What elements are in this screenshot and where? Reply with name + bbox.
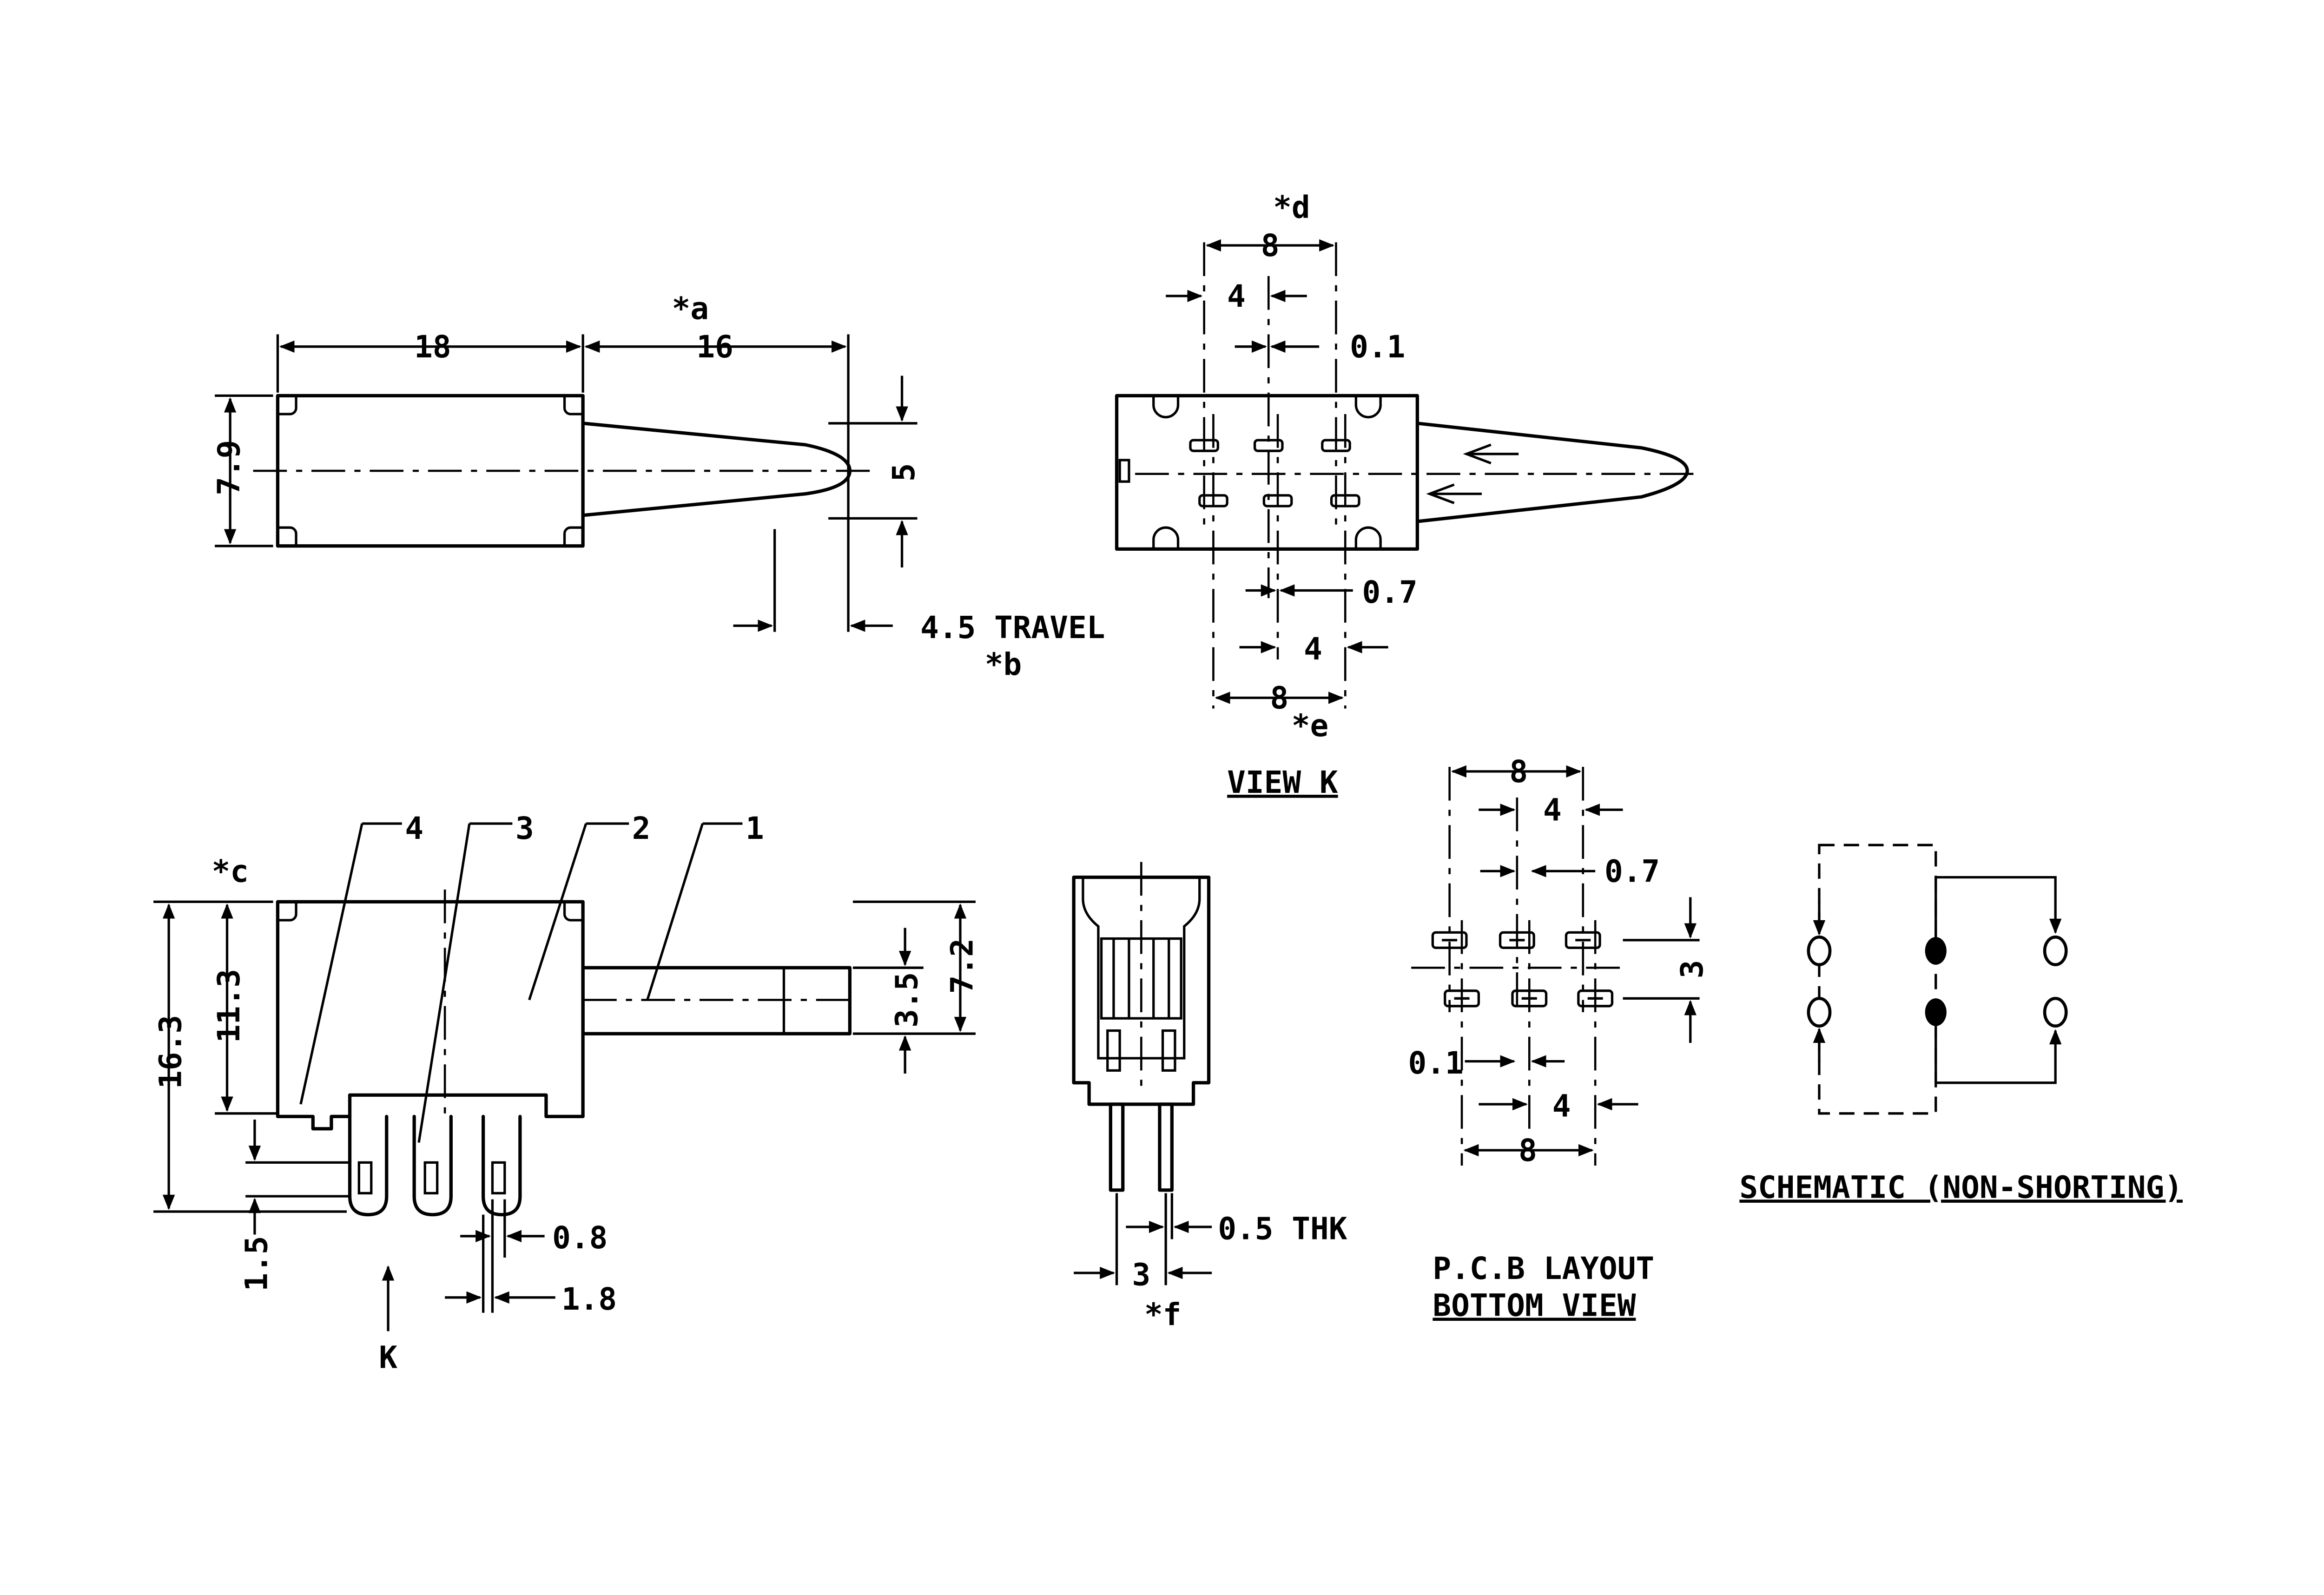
dim-stem-height: 5 [886, 463, 922, 481]
dim-pin-spacing: 3 [1132, 1257, 1151, 1292]
front-view [153, 822, 976, 1331]
dim-k-bottom-offset: 0.7 [1362, 574, 1418, 610]
part-label-3: 3 [515, 811, 534, 846]
pcb-dim-bottom-half: 4 [1552, 1088, 1571, 1124]
end-view-note: *f [1144, 1297, 1181, 1332]
dim-body-height: 11.3 [211, 969, 247, 1043]
view-k [1115, 239, 1703, 709]
dim-stem-note: *a [672, 290, 709, 326]
pcb-title-line2: BOTTOM VIEW [1433, 1287, 1636, 1323]
dim-total-height: 16.3 [153, 1015, 189, 1089]
dim-pin-width: 0.8 [552, 1220, 607, 1256]
dim-k-bottom-half: 4 [1304, 631, 1322, 667]
schematic-contact-1 [1807, 936, 1832, 966]
pcb-dim-top-pitch: 8 [1509, 754, 1528, 790]
dim-k-top-pitch: 8 [1261, 228, 1280, 264]
schematic-contact-4 [1807, 997, 1832, 1028]
dim-body-length: 18 [414, 329, 451, 365]
dim-k-bottom-pitch: 8 [1270, 680, 1289, 716]
schematic-contact-6 [2043, 997, 2068, 1028]
schematic-contact-2 [1925, 937, 1947, 965]
pcb-dim-row-spacing: 3 [1674, 960, 1710, 979]
part-label-4: 4 [405, 811, 423, 846]
dim-pin-pitch: 1.8 [561, 1281, 617, 1317]
dim-thickness: 0.5 THK [1218, 1211, 1347, 1246]
end-view [1072, 862, 1212, 1285]
dim-stem-dia: 3.5 [889, 972, 925, 1028]
pcb-dim-bottom-offset: 0.1 [1408, 1045, 1464, 1081]
part-label-2: 2 [632, 811, 651, 846]
dim-k-top-pitch-note: *d [1273, 190, 1310, 225]
pcb-title-line1: P.C.B LAYOUT [1433, 1251, 1654, 1286]
view-k-title: VIEW K [1227, 765, 1338, 800]
front-note: *c [212, 854, 249, 890]
pcb-dim-top-half: 4 [1543, 792, 1562, 828]
dim-stem-length: 16 [696, 329, 733, 365]
schematic-title: SCHEMATIC (NON-SHORTING) [1739, 1169, 2183, 1205]
part-label-1: 1 [746, 811, 764, 846]
dim-k-top-half: 4 [1227, 278, 1246, 314]
dim-travel-note: *b [985, 646, 1022, 682]
schematic [1807, 844, 2068, 1115]
pcb-dim-bottom-pitch: 8 [1519, 1133, 1537, 1168]
dim-k-bottom-pitch-note: *e [1292, 708, 1328, 744]
pcb-layout [1411, 765, 1700, 1166]
side-view [215, 334, 918, 632]
schematic-contact-3 [2043, 936, 2068, 966]
dim-pin-length: 1.5 [238, 1236, 274, 1291]
dim-travel: 4.5 TRAVEL [920, 610, 1105, 646]
dim-stem-total: 7.2 [944, 938, 980, 994]
view-k-arrow-label: K [379, 1340, 397, 1376]
dim-height: 7.9 [211, 440, 247, 495]
dim-k-top-offset: 0.1 [1350, 329, 1405, 365]
pcb-dim-top-offset: 0.7 [1604, 854, 1660, 890]
schematic-contact-5 [1925, 998, 1947, 1026]
